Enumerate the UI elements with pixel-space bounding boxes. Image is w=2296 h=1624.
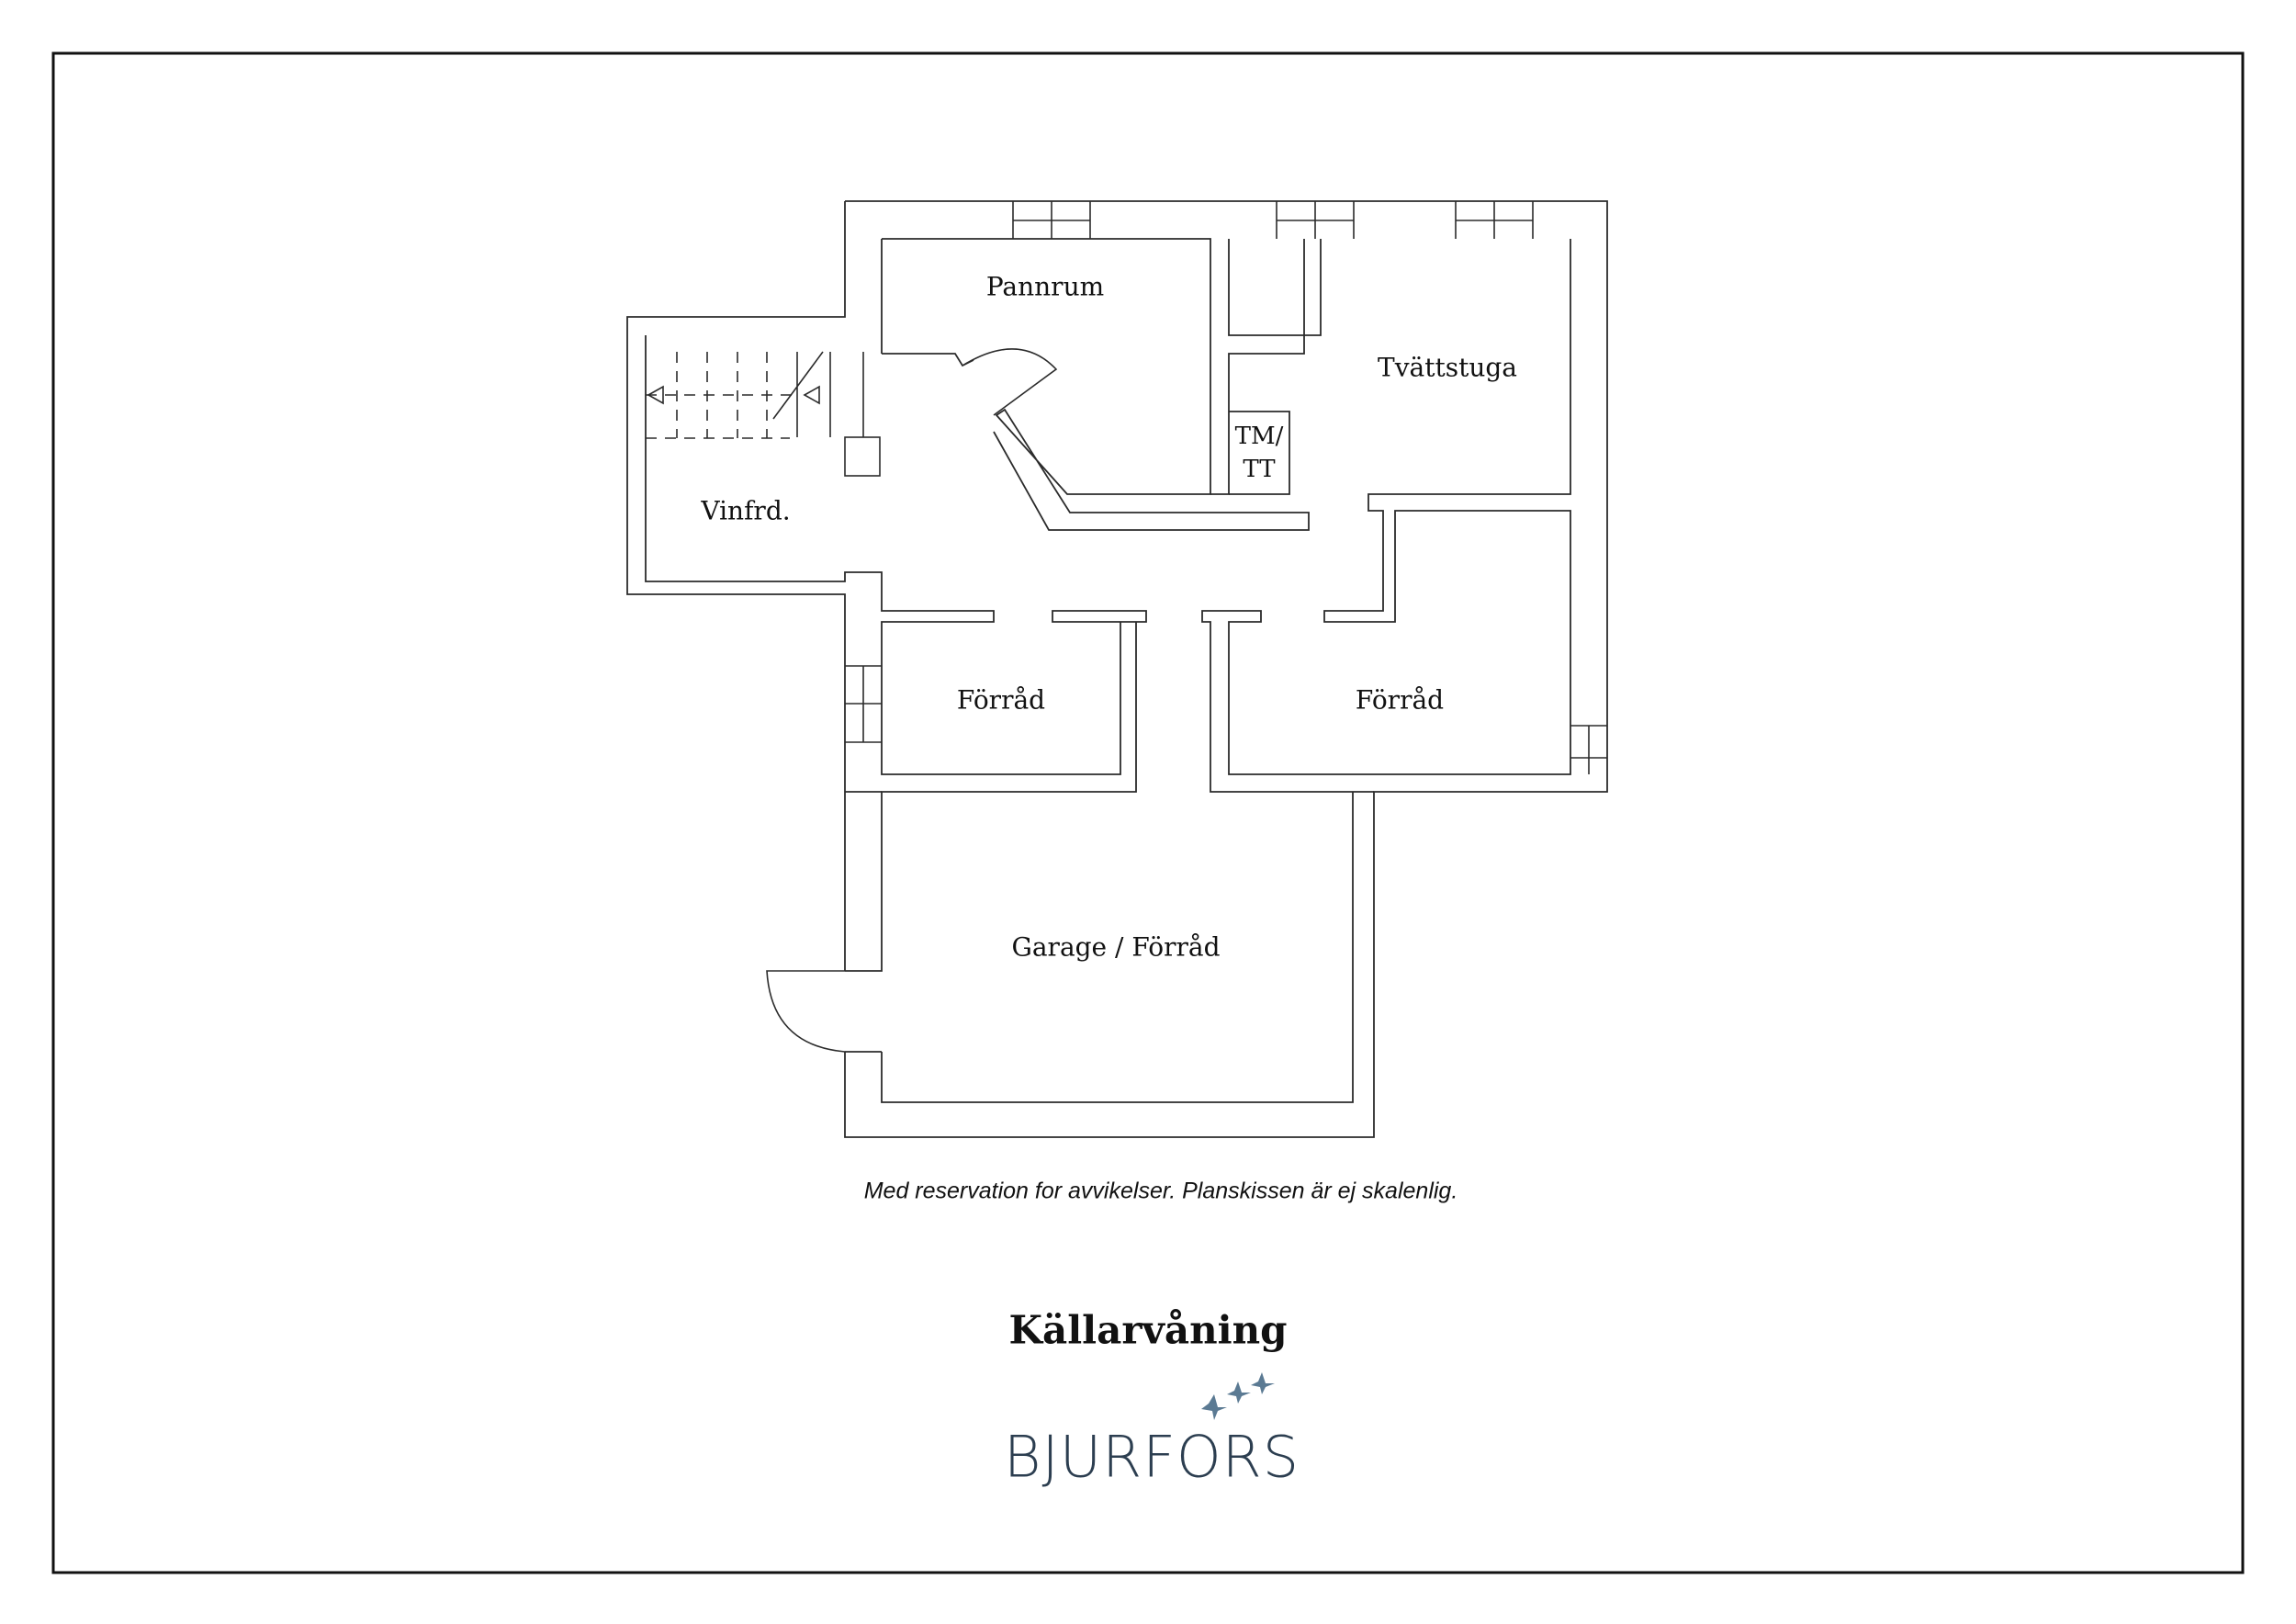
page-border <box>51 51 2245 1574</box>
birds-icon <box>1201 1372 1275 1420</box>
disclaimer-text: Med reservation for avvikelser. Planskis… <box>863 1178 1458 1204</box>
room-label-pannrum: Pannrum <box>985 271 1105 302</box>
windows <box>845 201 1607 774</box>
room-label-vinfrd: Vinfrd. <box>701 495 791 526</box>
stair <box>646 351 881 477</box>
brand-logo-text: BJURFORS <box>1003 1423 1300 1491</box>
room-label-tm-line: TM/ <box>1234 423 1284 450</box>
room-label-tm-tt: TM/ TT <box>1235 420 1284 486</box>
floor-title: Källarvåning <box>1008 1307 1288 1353</box>
room-label-tvattstuga: Tvättstuga <box>1378 352 1517 383</box>
room-label-tt-line: TT <box>1243 456 1276 483</box>
room-label-forrad-right: Förråd <box>1355 684 1445 716</box>
exterior-walls <box>626 200 1608 1138</box>
doors <box>766 348 1058 1053</box>
room-label-garage: Garage / Förråd <box>1011 931 1221 963</box>
room-label-forrad-left: Förråd <box>956 684 1046 716</box>
